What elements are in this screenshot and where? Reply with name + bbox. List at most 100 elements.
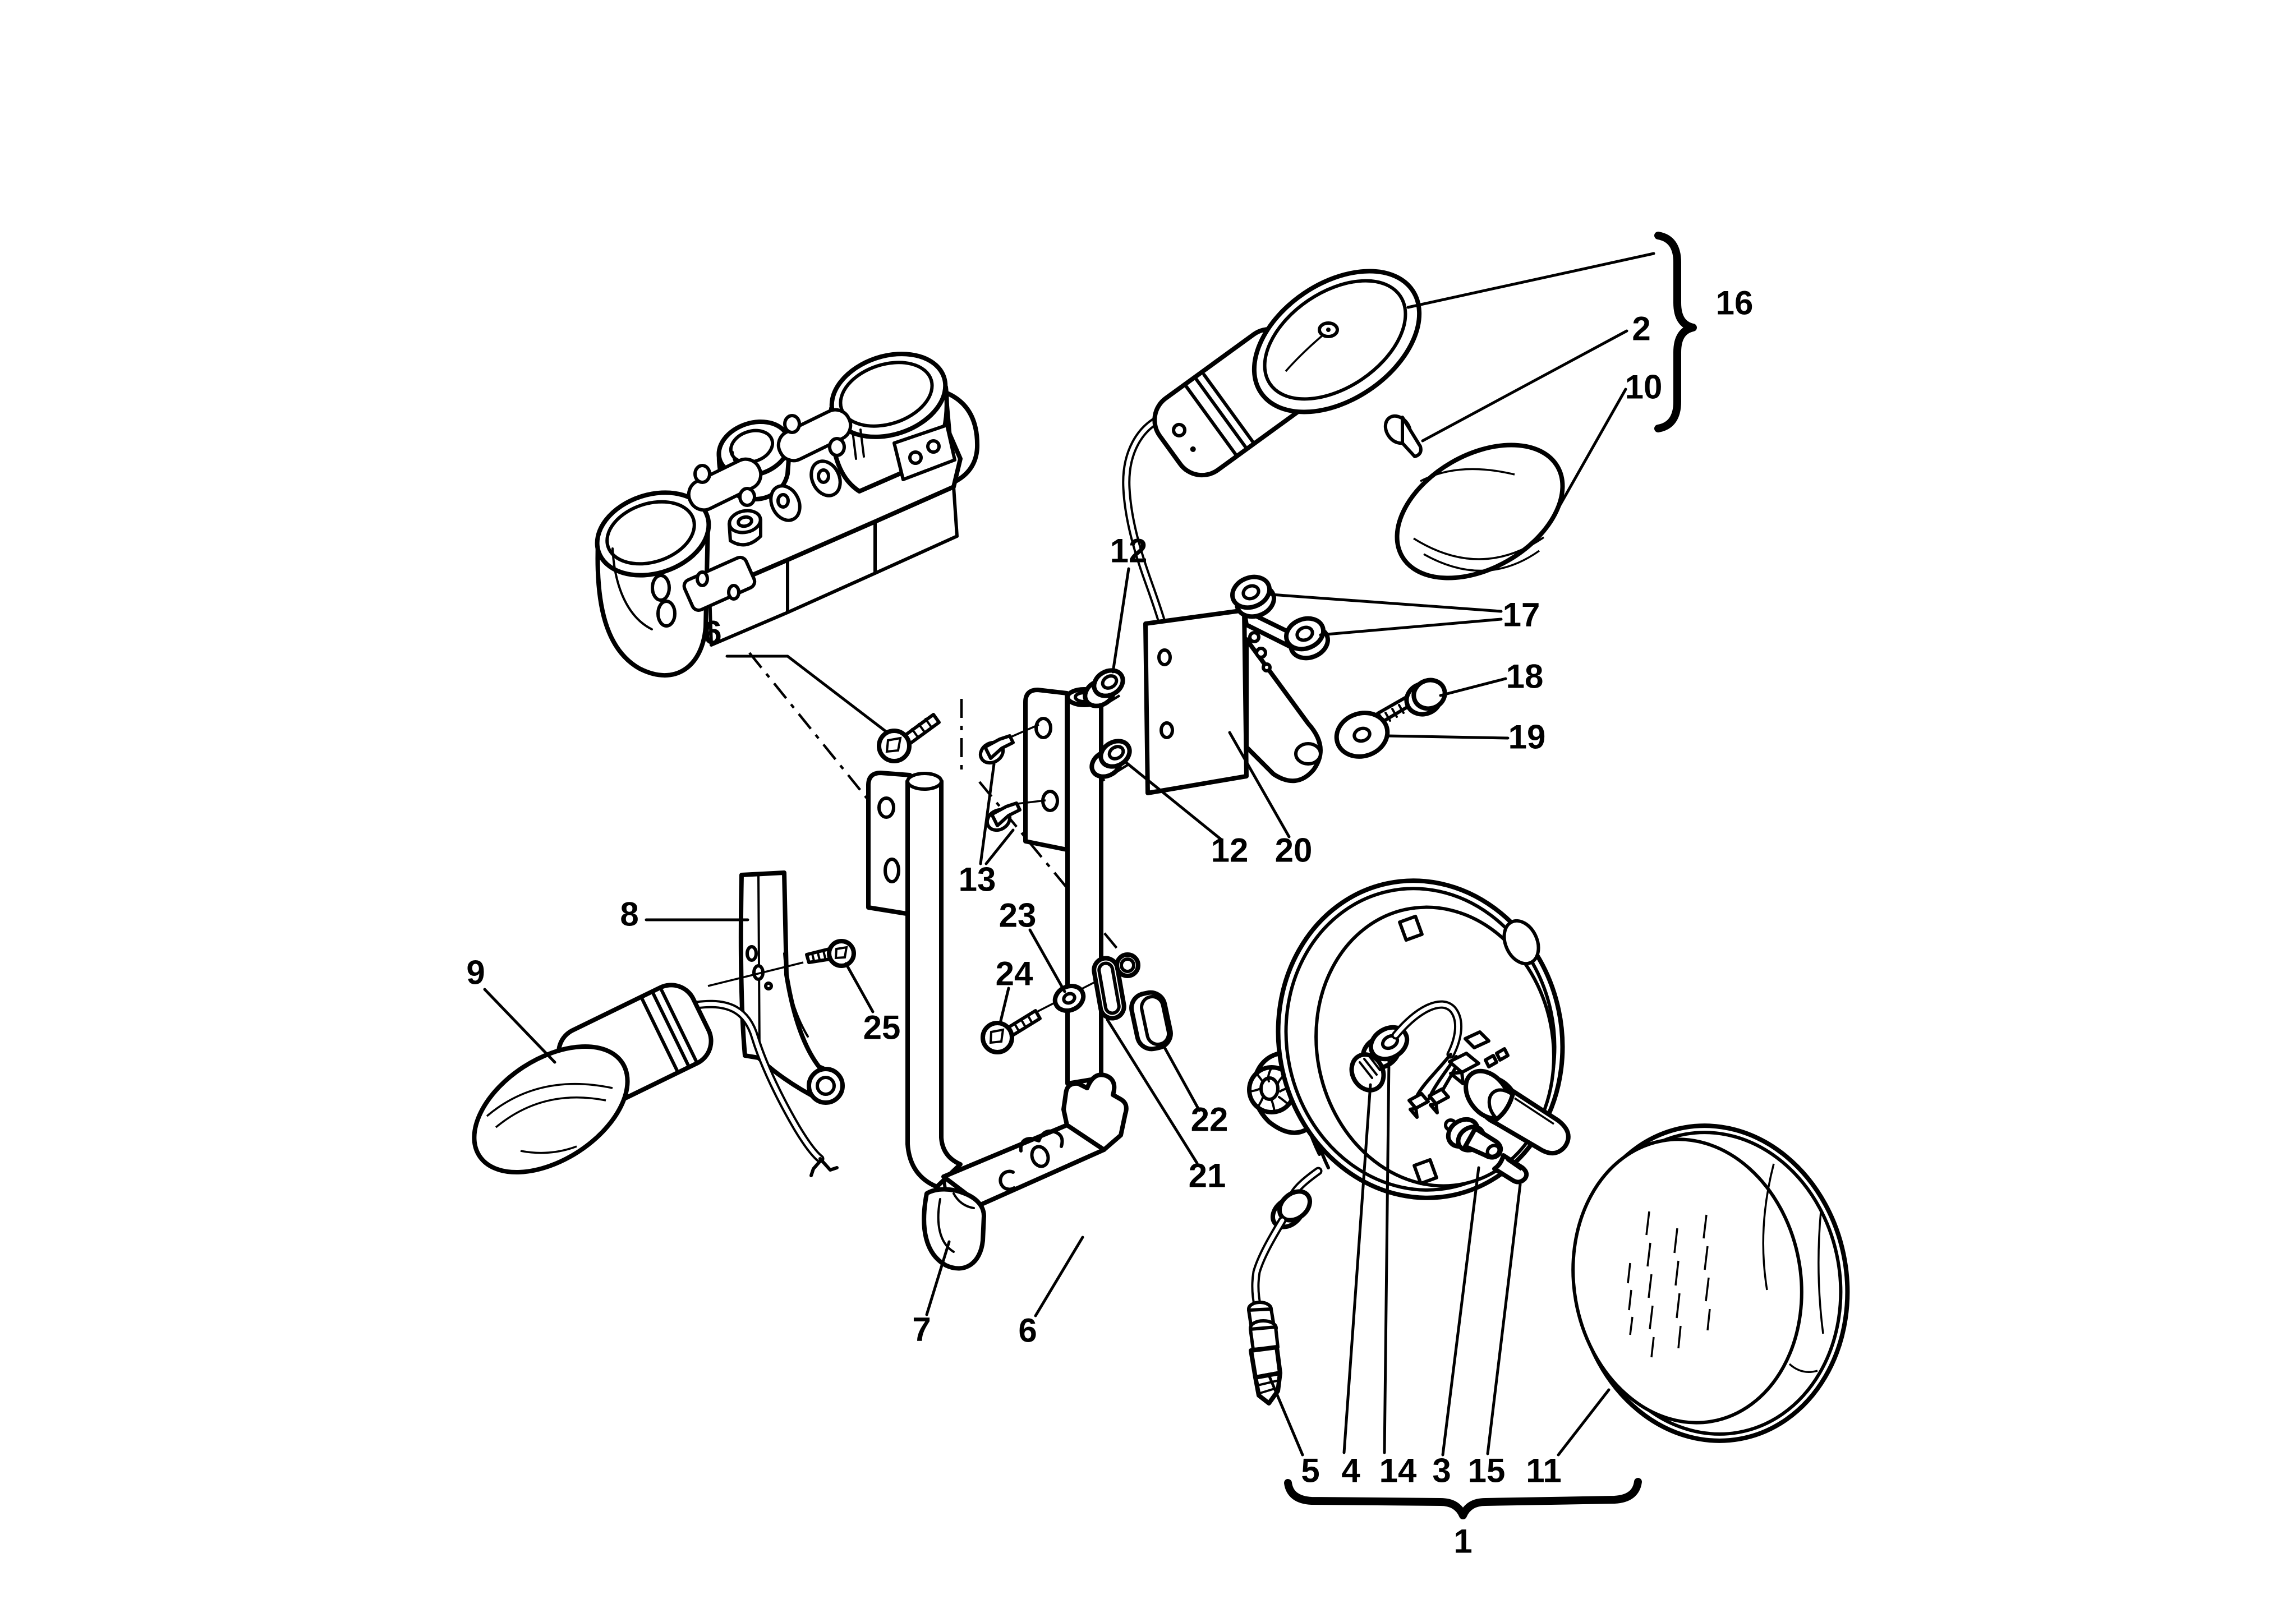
callout-16: 16 [1716, 284, 1754, 322]
screw-25 [805, 939, 856, 968]
leader-25 [844, 962, 875, 1013]
bulb-connector [1464, 1030, 1490, 1049]
callout-10: 10 [1625, 368, 1663, 406]
leader-9 [483, 988, 556, 1064]
parking-lamp-holder [1444, 1117, 1503, 1160]
screw-25-axis [707, 961, 804, 987]
callout-6-bottom: 6 [1018, 1312, 1037, 1349]
callout-2: 2 [1632, 310, 1650, 348]
lens-fluting [1627, 1211, 1711, 1358]
leader-14 [1383, 1059, 1391, 1454]
leader-21 [1106, 1018, 1199, 1165]
callout-13: 13 [959, 861, 996, 898]
turn-indicator-left [472, 983, 839, 1177]
callout-15: 15 [1468, 1452, 1506, 1490]
leader-6-bottom [1034, 1236, 1084, 1317]
leader-10 [1548, 388, 1627, 526]
clamp-shoe [922, 1187, 986, 1271]
bulb-glass [1491, 1089, 1571, 1155]
screw-18 [1376, 678, 1447, 723]
shell-hole [1502, 919, 1540, 966]
indicator9-lens [472, 1044, 630, 1175]
headlight-holder-bracket [866, 687, 1129, 1271]
callout-22: 22 [1191, 1101, 1228, 1139]
headlight-wire [1247, 1167, 1323, 1406]
callout-4: 4 [1341, 1452, 1360, 1490]
leader-18 [1439, 677, 1507, 697]
halogen-bulb [1464, 1047, 1571, 1155]
bracket-20 [1143, 608, 1323, 795]
leader-13 [984, 828, 1015, 865]
headlight-lens-unit [1571, 1123, 1850, 1443]
leader-asm-16 [1406, 252, 1655, 309]
indicator-lens [1395, 443, 1565, 580]
callout-12-bottom: 12 [1211, 832, 1249, 869]
shell-clip [1398, 914, 1424, 942]
callout-18: 18 [1506, 658, 1544, 695]
washer-19 [1334, 711, 1390, 759]
holder-left-tube [905, 779, 963, 1189]
leader-11 [1557, 1388, 1611, 1457]
rubber-plug-22 [1129, 990, 1173, 1052]
axis-line [748, 652, 873, 805]
grommet-12a [1083, 668, 1125, 708]
callout-9: 9 [466, 954, 485, 992]
callout-24: 24 [996, 955, 1033, 993]
indicator-bulb [1383, 414, 1423, 458]
leader-12-top [1111, 567, 1130, 674]
parking-bulb-15 [1492, 1153, 1529, 1185]
brace-group-1 [1284, 1478, 1642, 1519]
callout-8: 8 [620, 896, 638, 933]
leader-3 [1441, 1166, 1480, 1457]
leader-6-top [725, 655, 890, 735]
pinch-bolt-hole [651, 574, 671, 602]
leader-17 [1269, 593, 1503, 613]
washer-23 [1052, 984, 1086, 1013]
brace-group-16 [1654, 232, 1697, 432]
callout-19: 19 [1508, 718, 1546, 756]
callout-3: 3 [1432, 1452, 1451, 1490]
leader-24 [999, 987, 1010, 1022]
shell-clip [1412, 1158, 1438, 1186]
bracket-8 [738, 870, 845, 1105]
callout-17: 17 [1503, 596, 1540, 634]
callout-11: 11 [1526, 1452, 1561, 1490]
bracket-20-face [1143, 608, 1249, 795]
bulb-connector [1448, 1052, 1480, 1085]
lens-glass [1571, 1137, 1803, 1425]
leader-19 [1385, 734, 1510, 740]
holder-right-tab [1023, 688, 1069, 852]
leader-23 [1028, 928, 1066, 993]
pinch-bolt-hole [656, 600, 677, 628]
callout-12-top: 12 [1110, 532, 1148, 570]
leader-22 [1162, 1044, 1201, 1112]
screw-6-top [877, 713, 941, 763]
leader-4 [1342, 1083, 1372, 1454]
spade-terminal [1407, 1092, 1430, 1119]
callout-14: 14 [1379, 1452, 1417, 1490]
callout-25: 25 [863, 1009, 901, 1047]
leader-5 [1267, 1374, 1304, 1457]
leader-20 [1228, 731, 1291, 838]
leader-12-bottom [1125, 761, 1222, 841]
callout-5: 5 [1301, 1452, 1319, 1490]
callout-20: 20 [1275, 832, 1313, 869]
leader-7 [925, 1240, 951, 1316]
leader-15 [1486, 1183, 1522, 1455]
top-yoke [595, 352, 980, 678]
headlight-shell [1247, 878, 1571, 1406]
leader-2 [1421, 329, 1628, 443]
turn-indicator-right [1122, 269, 1422, 785]
nut-17a [1230, 574, 1276, 619]
callout-1: 1 [1453, 1523, 1472, 1560]
rubber-ring-21 [1092, 952, 1140, 1021]
leader-17 [1319, 618, 1503, 637]
leader-13 [979, 762, 996, 865]
callout-7: 7 [912, 1311, 931, 1348]
spade-terminal [1428, 1088, 1450, 1114]
screws-13 [978, 724, 1046, 832]
yoke-bridge-plate [687, 457, 763, 512]
